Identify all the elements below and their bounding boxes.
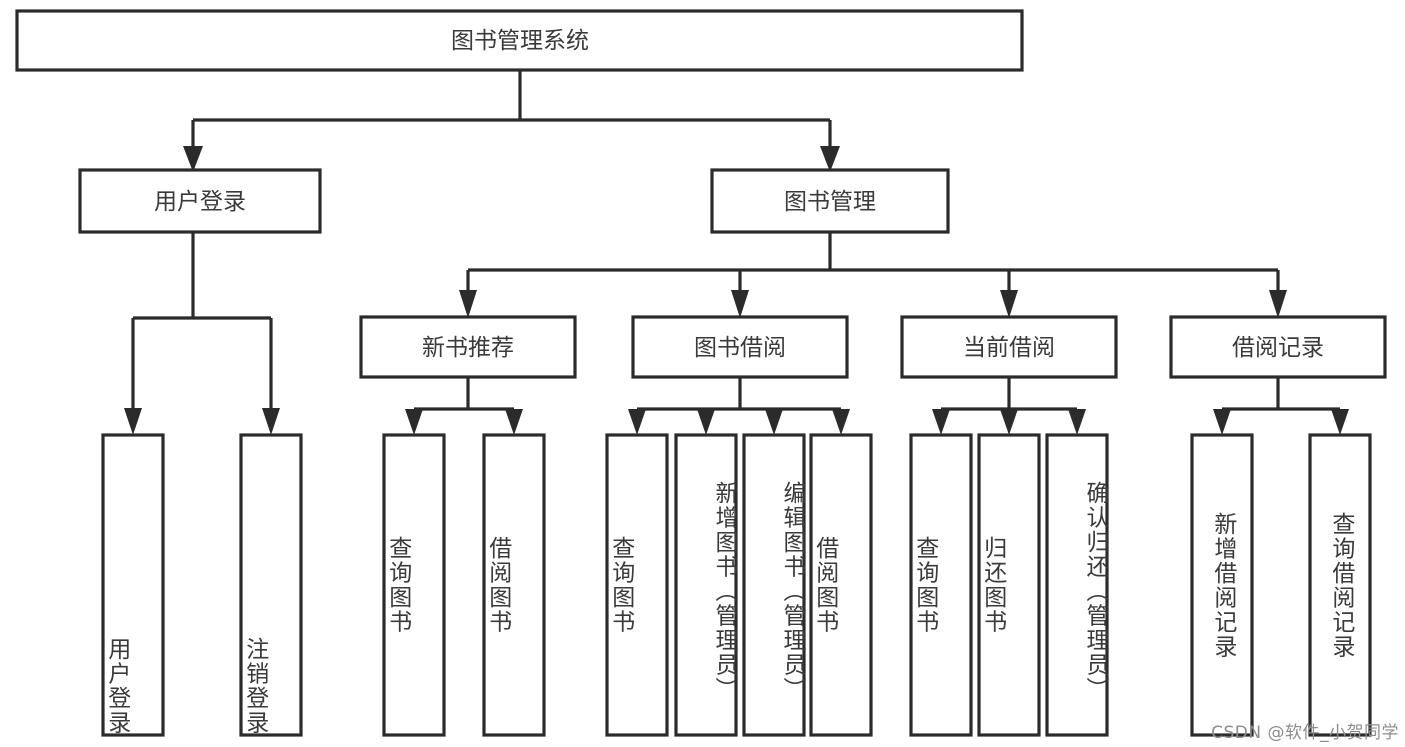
node-new-book-recommend[interactable] — [359, 315, 577, 379]
arrowhead-current-borrow-leaf-2 — [1000, 409, 1018, 435]
leaf-box-current-borrow-1[interactable] — [909, 433, 973, 737]
label-new-book-recommend: 新书推荐 — [422, 335, 514, 361]
node-user-login[interactable] — [78, 168, 322, 234]
arrowhead-user-login-leaf-2 — [262, 408, 280, 435]
node-book-management[interactable] — [710, 168, 950, 234]
leaf-box-book-borrow-3[interactable] — [742, 433, 806, 737]
leaf-box-book-borrow-4[interactable] — [809, 433, 873, 737]
arrowhead-new-book-leaf-2 — [505, 409, 523, 435]
arrowhead-current-borrow-leaf-1 — [932, 409, 950, 435]
arrowhead-user-login — [183, 146, 203, 172]
leaf-box-current-borrow-2[interactable] — [977, 433, 1041, 737]
arrowhead-book-borrow-leaf-4 — [832, 409, 850, 435]
arrowhead-book-borrow-leaf-2 — [697, 409, 715, 435]
leaf-box-current-borrow-3[interactable] — [1045, 433, 1109, 737]
leaf-box-new-book-2[interactable] — [482, 433, 546, 737]
label-book-management: 图书管理 — [784, 189, 876, 215]
label-user-login: 用户登录 — [154, 189, 246, 215]
label-book-borrow: 图书借阅 — [694, 335, 786, 361]
leaf-box-user-login-1[interactable] — [101, 433, 165, 737]
arrowhead-book-borrow-leaf-1 — [628, 409, 646, 435]
arrowhead-borrow-record-leaf-2 — [1331, 409, 1349, 435]
arrowhead-book-borrow — [731, 290, 749, 318]
arrowhead-current-borrow-leaf-3 — [1068, 409, 1086, 435]
label-borrow-record: 借阅记录 — [1232, 335, 1324, 361]
arrowhead-book-borrow-leaf-3 — [765, 409, 783, 435]
node-root[interactable] — [15, 9, 1024, 72]
label-current-borrow: 当前借阅 — [963, 335, 1055, 361]
leaf-box-borrow-record-1[interactable] — [1190, 433, 1254, 737]
leaf-box-book-borrow-1[interactable] — [605, 433, 669, 737]
node-borrow-record[interactable] — [1169, 315, 1387, 379]
arrowhead-borrow-record-leaf-1 — [1213, 409, 1231, 435]
arrowhead-borrow-record — [1269, 290, 1287, 318]
arrowhead-current-borrow — [1000, 290, 1018, 318]
leaf-box-book-borrow-2[interactable] — [674, 433, 738, 737]
arrowhead-user-login-leaf-1 — [124, 408, 142, 435]
csdn-watermark: CSDN @软件_小贺同学 — [1211, 723, 1399, 743]
leaf-box-borrow-record-2[interactable] — [1308, 433, 1372, 737]
node-book-borrow[interactable] — [631, 315, 849, 379]
arrowhead-new-book — [459, 290, 477, 318]
leaf-box-new-book-1[interactable] — [382, 433, 446, 737]
leaf-box-user-login-2[interactable] — [239, 433, 303, 737]
arrowhead-book-mgmt — [820, 146, 840, 172]
node-current-borrow[interactable] — [900, 315, 1118, 379]
label-root: 图书管理系统 — [451, 28, 589, 54]
arrowhead-new-book-leaf-1 — [405, 409, 423, 435]
